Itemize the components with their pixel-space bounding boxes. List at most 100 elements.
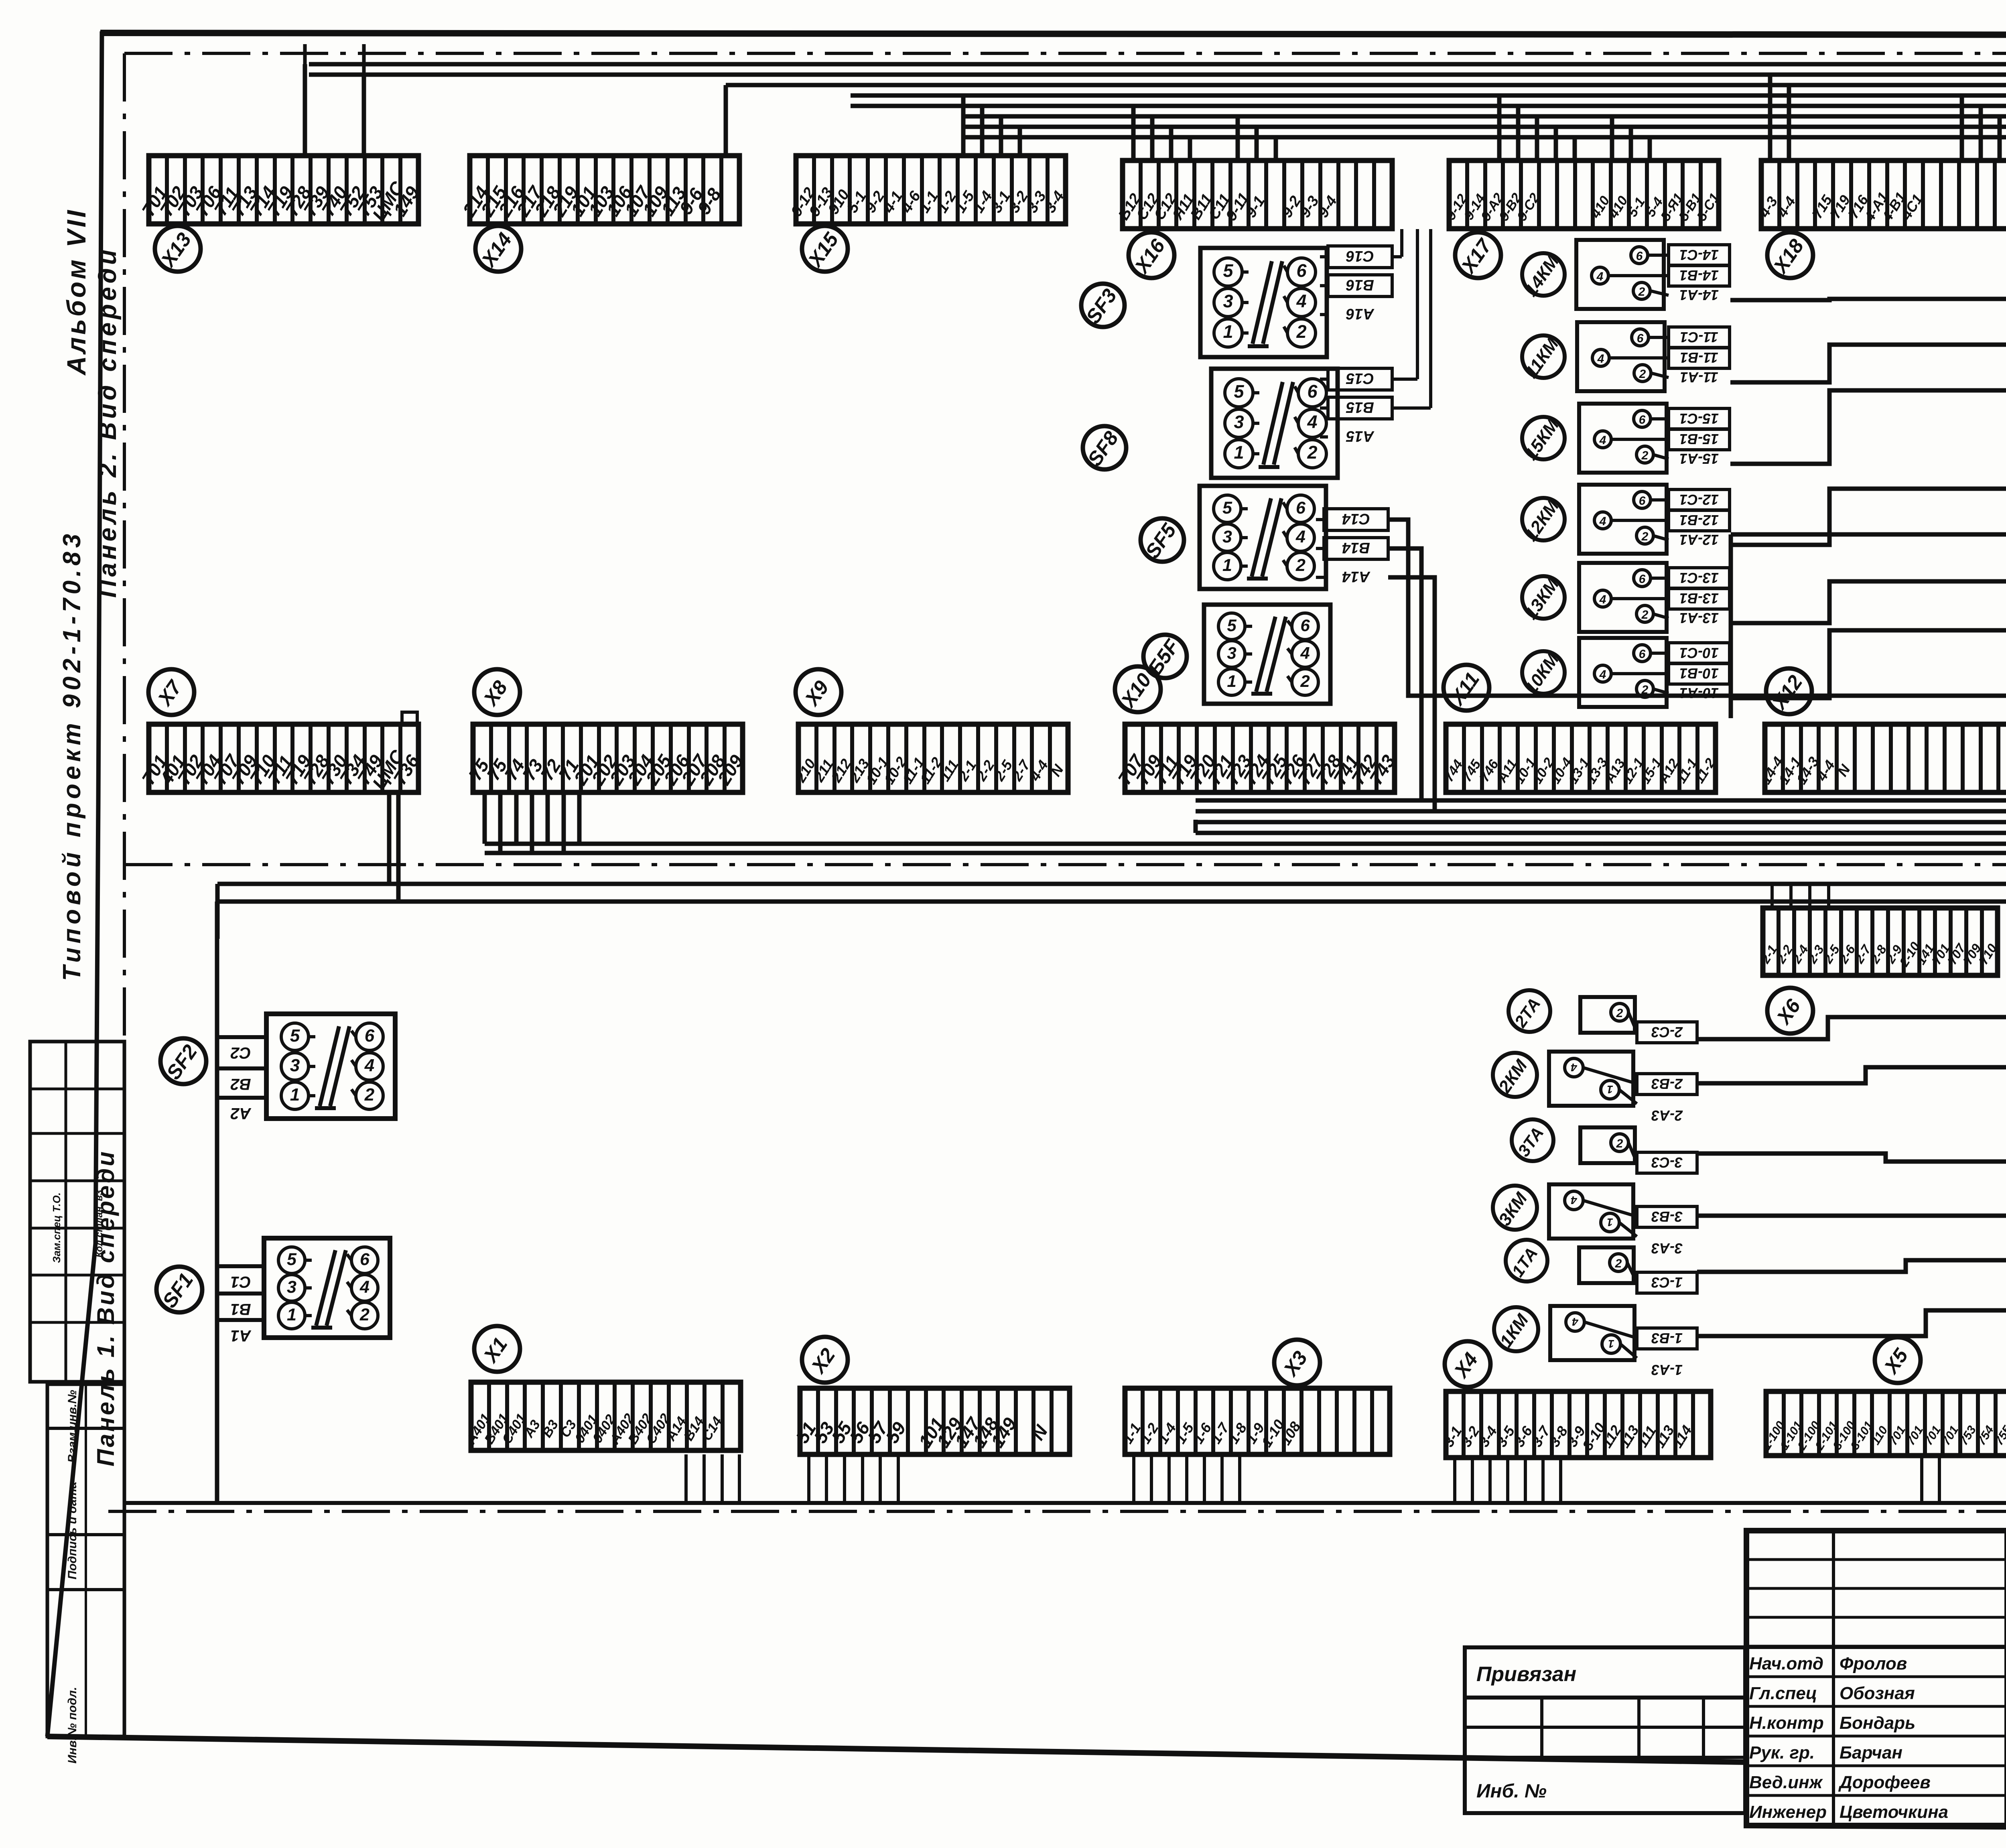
svg-text:Рук. гр.: Рук. гр. — [1749, 1743, 1815, 1763]
svg-text:2: 2 — [1300, 672, 1310, 690]
svg-text:2: 2 — [1641, 449, 1649, 462]
svg-text:6: 6 — [365, 1026, 375, 1046]
svg-text:С14: С14 — [1342, 510, 1370, 527]
svg-text:2: 2 — [1638, 285, 1645, 299]
svg-text:В15: В15 — [1346, 399, 1374, 416]
svg-text:15-С1: 15-С1 — [1679, 410, 1719, 427]
svg-text:2-В3: 2-В3 — [1651, 1076, 1683, 1092]
svg-text:1: 1 — [1223, 321, 1233, 342]
svg-text:А14: А14 — [1342, 568, 1370, 585]
svg-text:2: 2 — [359, 1305, 370, 1324]
svg-text:2: 2 — [1616, 1007, 1623, 1020]
svg-text:1-В3: 1-В3 — [1651, 1330, 1683, 1346]
svg-text:13-С1: 13-С1 — [1679, 570, 1719, 586]
svg-text:2: 2 — [1639, 368, 1646, 381]
svg-text:1: 1 — [1607, 1083, 1613, 1096]
svg-text:В1: В1 — [230, 1300, 251, 1318]
svg-text:1: 1 — [290, 1085, 300, 1105]
svg-text:3: 3 — [290, 1056, 300, 1075]
svg-text:4: 4 — [1572, 1316, 1579, 1328]
svg-text:Инв.№ подл.: Инв.№ подл. — [66, 1687, 79, 1763]
svg-text:1: 1 — [1227, 672, 1236, 690]
svg-text:10-А1: 10-А1 — [1679, 685, 1719, 701]
svg-text:А1: А1 — [230, 1327, 251, 1344]
svg-text:Вед.инж: Вед.инж — [1749, 1773, 1823, 1792]
svg-text:3-А3: 3-А3 — [1651, 1240, 1683, 1257]
svg-text:В2: В2 — [230, 1075, 251, 1093]
svg-text:2: 2 — [1307, 442, 1317, 463]
svg-text:11-В1: 11-В1 — [1680, 349, 1718, 366]
svg-text:4: 4 — [1597, 352, 1604, 366]
svg-text:6: 6 — [1639, 413, 1646, 426]
svg-text:1: 1 — [1607, 1216, 1613, 1229]
svg-text:12-А1: 12-А1 — [1679, 532, 1719, 548]
svg-text:А15: А15 — [1346, 428, 1375, 445]
svg-text:С16: С16 — [1346, 248, 1374, 264]
svg-text:Привязан: Привязан — [1476, 1663, 1576, 1686]
svg-text:2-С3: 2-С3 — [1651, 1024, 1683, 1040]
svg-text:6: 6 — [1296, 260, 1307, 281]
svg-text:Панель 2. Вид спереди: Панель 2. Вид спереди — [94, 246, 122, 598]
svg-text:15-В1: 15-В1 — [1679, 431, 1719, 447]
svg-text:3-С3: 3-С3 — [1651, 1154, 1683, 1171]
svg-text:13-В1: 13-В1 — [1679, 590, 1719, 607]
svg-text:6: 6 — [1637, 332, 1644, 345]
svg-text:5: 5 — [287, 1250, 297, 1269]
svg-text:1: 1 — [1222, 556, 1232, 575]
svg-text:Нач.отд: Нач.отд — [1749, 1654, 1823, 1673]
svg-text:4: 4 — [1599, 434, 1606, 447]
svg-text:5: 5 — [1227, 616, 1236, 635]
svg-text:6: 6 — [1636, 250, 1643, 263]
svg-text:С2: С2 — [230, 1044, 251, 1062]
svg-text:С1: С1 — [230, 1273, 251, 1291]
svg-text:3: 3 — [1234, 412, 1244, 432]
svg-text:6: 6 — [1296, 498, 1306, 518]
svg-text:А2: А2 — [230, 1105, 251, 1122]
svg-text:1-А3: 1-А3 — [1651, 1362, 1683, 1378]
svg-text:4: 4 — [1307, 412, 1317, 432]
svg-text:6: 6 — [1300, 616, 1310, 635]
svg-text:15-А1: 15-А1 — [1679, 451, 1719, 467]
svg-text:1-С3: 1-С3 — [1651, 1274, 1683, 1291]
svg-text:4: 4 — [1599, 668, 1606, 681]
svg-text:С15: С15 — [1346, 370, 1374, 387]
svg-text:6: 6 — [1639, 573, 1646, 586]
svg-text:11-С1: 11-С1 — [1680, 329, 1718, 345]
svg-text:Кол.стлан. в3: Кол.стлан. в3 — [94, 1190, 105, 1257]
svg-text:Панель 1. Вид спереди: Панель 1. Вид спереди — [92, 1149, 119, 1466]
svg-text:4: 4 — [1599, 515, 1606, 528]
svg-text:Инб. №: Инб. № — [1476, 1781, 1547, 1802]
svg-text:5: 5 — [1234, 381, 1244, 402]
svg-text:14-С1: 14-С1 — [1679, 247, 1719, 263]
svg-text:2: 2 — [1641, 683, 1649, 697]
svg-text:Н.контр: Н.контр — [1749, 1713, 1824, 1733]
svg-text:4: 4 — [1295, 527, 1306, 546]
svg-text:6: 6 — [1639, 648, 1646, 661]
svg-text:14-А1: 14-А1 — [1679, 287, 1719, 303]
svg-text:12-С1: 12-С1 — [1679, 491, 1719, 508]
svg-text:Обозная: Обозная — [1840, 1684, 1915, 1703]
svg-text:13-А1: 13-А1 — [1679, 610, 1719, 626]
svg-text:5: 5 — [290, 1026, 300, 1046]
svg-text:4: 4 — [1596, 270, 1604, 283]
svg-text:Гл.спец: Гл.спец — [1749, 1684, 1817, 1703]
svg-text:10-В1: 10-В1 — [1679, 665, 1719, 682]
svg-text:В16: В16 — [1346, 276, 1374, 293]
svg-text:14-В1: 14-В1 — [1679, 267, 1719, 284]
svg-text:11-А1: 11-А1 — [1680, 369, 1718, 386]
svg-text:1: 1 — [1234, 442, 1244, 463]
svg-text:3: 3 — [287, 1277, 296, 1297]
svg-text:Зам.спец Т.О.: Зам.спец Т.О. — [51, 1192, 63, 1263]
svg-text:Бондарь: Бондарь — [1840, 1713, 1915, 1733]
svg-text:10-С1: 10-С1 — [1679, 645, 1719, 661]
svg-text:3: 3 — [1222, 527, 1232, 546]
svg-text:4: 4 — [1296, 291, 1306, 311]
svg-text:3: 3 — [1223, 291, 1233, 311]
svg-text:Дорофеев: Дорофеев — [1838, 1773, 1931, 1792]
svg-text:2: 2 — [1615, 1257, 1622, 1270]
svg-text:Цветочкина: Цветочкина — [1840, 1802, 1948, 1822]
svg-text:2: 2 — [1641, 608, 1649, 621]
svg-text:3-В3: 3-В3 — [1651, 1208, 1683, 1225]
svg-text:6: 6 — [360, 1250, 370, 1269]
svg-text:4: 4 — [1571, 1061, 1578, 1074]
